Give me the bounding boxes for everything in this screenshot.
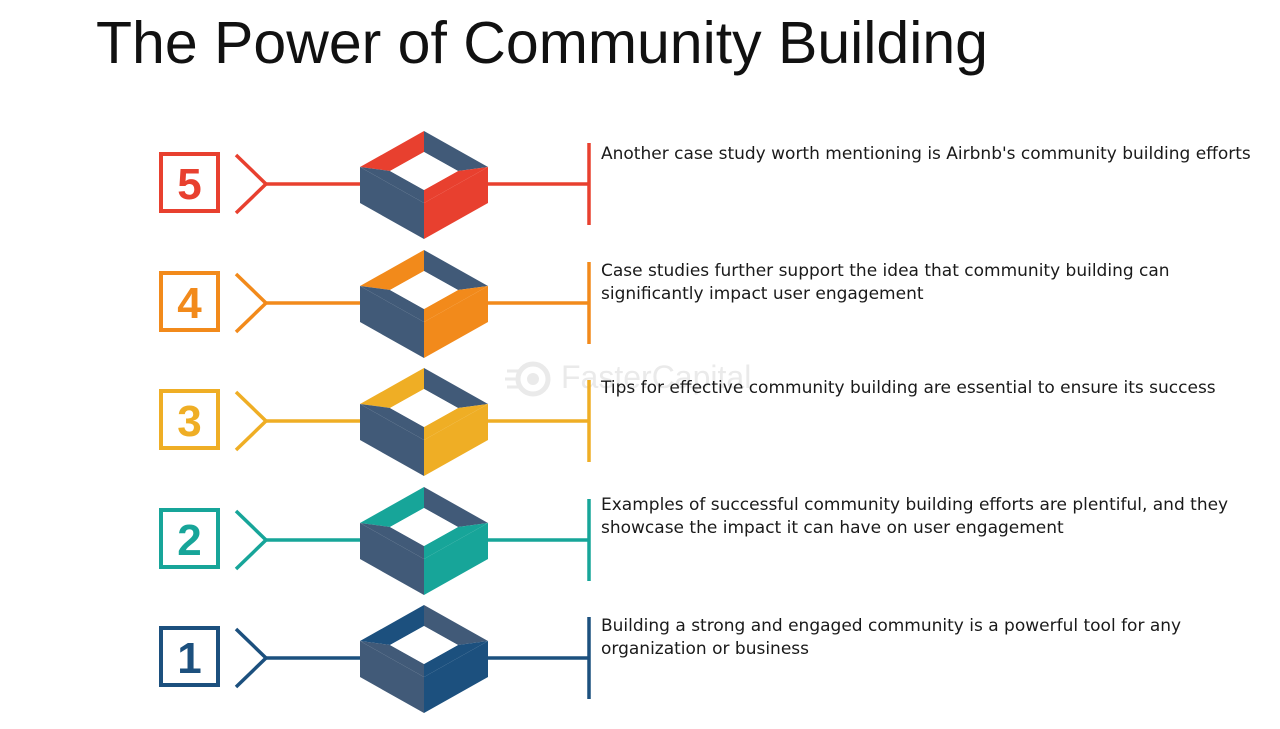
step-number: 2 [177, 516, 201, 565]
diamond-side-left [360, 286, 424, 358]
diamond-side-left [360, 404, 424, 476]
diamond-top-right [424, 368, 488, 408]
diamond-top-bottom-right [424, 404, 488, 440]
number-box [159, 508, 220, 569]
diamond-frame [360, 487, 488, 595]
diamond-side-left [360, 523, 424, 595]
diamond-frame [360, 131, 488, 239]
diamond-top-right [424, 487, 488, 527]
diamond-hole [390, 508, 458, 546]
diamond-side-right [424, 523, 488, 595]
number-box [159, 626, 220, 687]
step-row-3: 3 Tips for effective community building … [0, 362, 1280, 480]
step-number: 5 [177, 160, 201, 209]
step-row-4: 4 Case studies further support the idea … [0, 244, 1280, 362]
step-graphic-3: 3 [159, 368, 591, 476]
diamond-top-left [360, 368, 424, 408]
diamond-side-right [424, 167, 488, 239]
step-number: 1 [177, 634, 201, 683]
step-text-4: Case studies further support the idea th… [601, 261, 1170, 304]
diamond-side-right [424, 404, 488, 476]
diamond-top-bottom-left [360, 167, 424, 203]
diamond-frame [360, 368, 488, 476]
diamond-top-right [424, 605, 488, 645]
step-graphic-5: 5 [159, 131, 591, 239]
number-box [159, 271, 220, 332]
step-text-5: Another case study worth mentioning is A… [601, 144, 1251, 164]
diamond-top-right [424, 131, 488, 171]
watermark: FasterCapital [505, 356, 785, 402]
diamond-top-bottom-right [424, 523, 488, 559]
chevron-right-icon [234, 627, 269, 689]
diamond-top-left [360, 131, 424, 171]
step-row-2: 2 Examples of successful community build… [0, 481, 1280, 599]
diamond-top-bottom-left [360, 523, 424, 559]
step-text-2: Examples of successful community buildin… [601, 495, 1229, 538]
step-text-3: Tips for effective community building ar… [601, 378, 1216, 398]
step-graphic-2: 2 [159, 487, 591, 595]
step-number: 3 [177, 397, 201, 446]
step-row-5: 5 Another case study worth mentioning is… [0, 125, 1280, 243]
diamond-side-right [424, 641, 488, 713]
diamond-side-left [360, 641, 424, 713]
number-box [159, 389, 220, 450]
chevron-right-icon [234, 509, 269, 571]
diamond-top-bottom-left [360, 286, 424, 322]
chevron-right-icon [234, 153, 269, 215]
gear-icon [505, 361, 551, 397]
page-title: The Power of Community Building [96, 10, 988, 76]
diamond-top-bottom-right [424, 286, 488, 322]
step-graphic-1: 1 [159, 605, 591, 713]
diamond-top-bottom-left [360, 404, 424, 440]
step-number: 4 [177, 279, 202, 328]
diamond-top-bottom-right [424, 641, 488, 677]
watermark-text: FasterCapital [561, 359, 752, 395]
diamond-top-left [360, 605, 424, 645]
step-text-1: Building a strong and engaged community … [601, 616, 1182, 659]
number-box [159, 152, 220, 213]
diamond-frame [360, 250, 488, 358]
chevron-right-icon [234, 390, 269, 452]
step-row-1: 1 Building a strong and engaged communit… [0, 599, 1280, 717]
diamond-hole [390, 152, 458, 190]
diamond-side-left [360, 167, 424, 239]
diamond-frame [360, 605, 488, 713]
step-graphic-4: 4 [159, 250, 591, 358]
diamond-top-right [424, 250, 488, 290]
diamond-top-left [360, 250, 424, 290]
diamond-hole [390, 389, 458, 427]
diamond-top-bottom-left [360, 641, 424, 677]
diamond-hole [390, 271, 458, 309]
diamond-hole [390, 626, 458, 664]
chevron-right-icon [234, 272, 269, 334]
diamond-top-bottom-right [424, 167, 488, 203]
diamond-side-right [424, 286, 488, 358]
diamond-top-left [360, 487, 424, 527]
